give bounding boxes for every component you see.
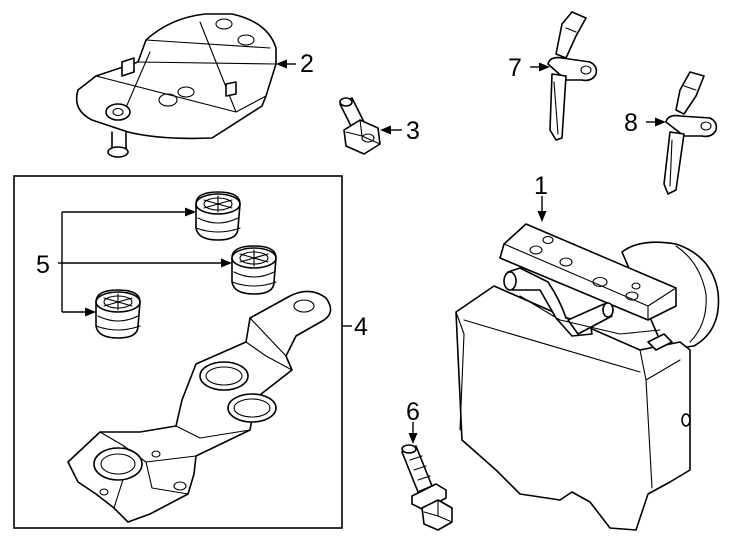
callout-5-leaders <box>58 207 232 317</box>
callout-3: 3 <box>406 117 420 145</box>
callout-1: 1 <box>534 172 548 200</box>
callout-7: 7 <box>508 54 522 82</box>
callout-8-leader <box>646 117 666 127</box>
callout-6: 6 <box>406 398 420 426</box>
part-3-bolt <box>339 97 381 155</box>
part-6-bolt <box>401 444 453 531</box>
callout-7-leader <box>530 62 550 72</box>
callout-8: 8 <box>624 109 638 137</box>
callout-3-leader <box>380 125 402 135</box>
callout-2: 2 <box>300 50 314 78</box>
part-5-grommet-bottom <box>95 289 141 339</box>
part-2-shield <box>75 13 277 158</box>
callout-5: 5 <box>36 251 50 279</box>
part-8-sensor <box>663 71 718 195</box>
part-1-abs-unit <box>455 223 720 531</box>
callout-2-leader <box>276 59 296 69</box>
callout-1-leader <box>537 196 547 222</box>
callout-6-leader <box>408 422 418 444</box>
part-4-bracket <box>67 290 332 523</box>
part-5-grommet-middle <box>231 245 277 295</box>
callout-4: 4 <box>354 313 368 341</box>
part-5-grommet-top <box>195 191 241 241</box>
part-7-sensor <box>547 11 598 141</box>
kit-frame <box>13 175 343 529</box>
